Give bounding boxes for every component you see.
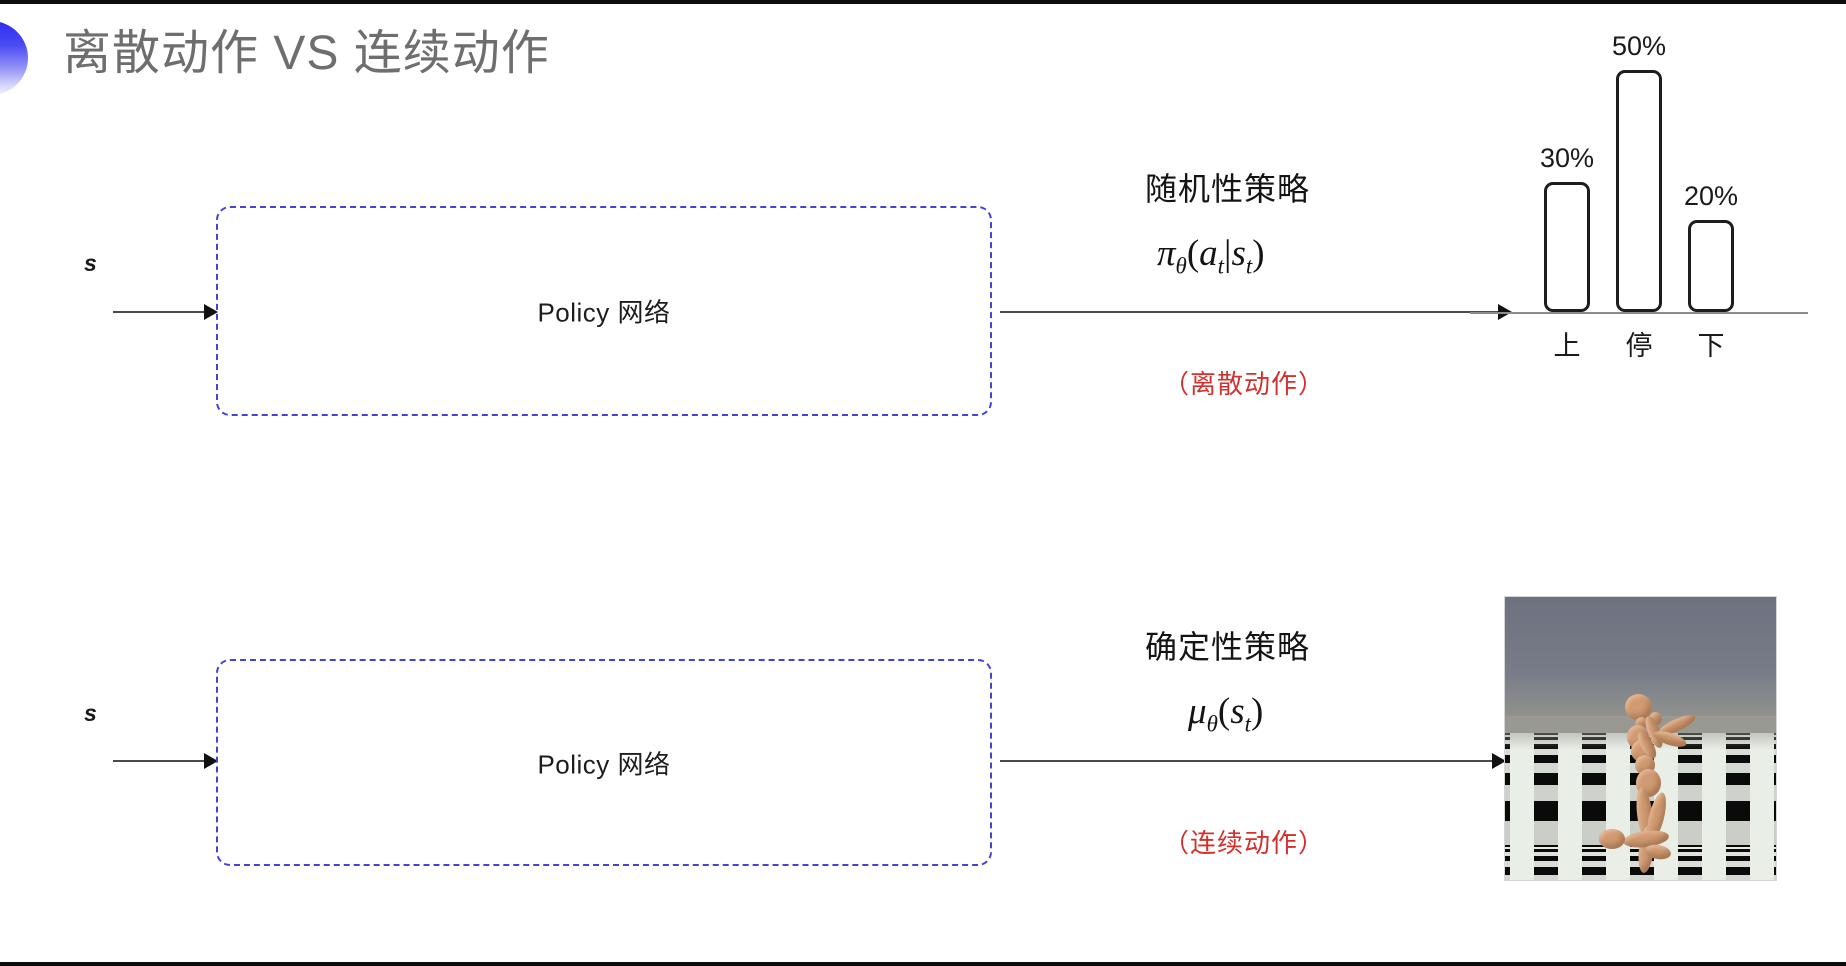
policy-network-label-discrete: Policy 网络 (537, 297, 671, 328)
formula-open-paren: ( (1186, 233, 1200, 274)
chart-baseline-axis (1470, 312, 1808, 314)
humanoid-simulation-image (1504, 596, 1777, 881)
policy-network-label-continuous: Policy 网络 (537, 749, 671, 779)
policy-network-box-discrete[interactable]: Policy 网络 (216, 206, 992, 416)
action-note-continuous: （连续动作） (1163, 828, 1326, 858)
bar-value-label-0: 30% (1539, 143, 1595, 173)
formula-arg1-sub: t (1217, 253, 1225, 279)
policy-network-box-continuous[interactable]: Policy 网络 (216, 659, 992, 866)
state-input-label-discrete: s (84, 250, 97, 276)
formula-arg1-sub: t (1244, 711, 1251, 737)
formula-arg2: s (1231, 233, 1246, 274)
policy-kind-deterministic: 确定性策略 (1145, 629, 1311, 665)
bar-value-label-2: 20% (1683, 181, 1739, 211)
bar-rect-1[interactable] (1616, 70, 1662, 312)
bar-rect-2[interactable] (1688, 220, 1734, 312)
title-decoration-icon (0, 21, 28, 95)
formula-head-sub: θ (1206, 711, 1218, 737)
page-title: 离散动作 VS 连续动作 (63, 27, 550, 80)
formula-arg2-sub: t (1245, 253, 1253, 279)
bar-rect-0[interactable] (1544, 182, 1590, 312)
formula-close-paren: ) (1252, 233, 1265, 274)
formula-deterministic-policy: μθ(st) (1188, 690, 1263, 737)
top-edge-bar (0, 0, 1846, 4)
bottom-edge-bar (0, 962, 1846, 966)
formula-open-paren: ( (1217, 691, 1231, 732)
formula-stochastic-policy: πθ(at|st) (1157, 232, 1265, 279)
action-note-discrete: （离散动作） (1163, 369, 1326, 399)
formula-close-paren: ) (1250, 691, 1264, 732)
formula-head-sub: θ (1175, 253, 1187, 279)
formula-arg1: a (1199, 233, 1218, 274)
arrow-state-to-policy-discrete (113, 311, 216, 313)
arrow-policy-to-output-continuous (1000, 760, 1504, 762)
formula-head: π (1157, 233, 1176, 274)
arrow-state-to-policy-continuous (113, 760, 216, 762)
bar-category-label-1: 停 (1625, 331, 1653, 361)
formula-bar: | (1224, 233, 1232, 274)
discrete-action-bar-chart: 30% 上 50% 停 20% 下 (1470, 31, 1846, 400)
formula-head: μ (1188, 691, 1207, 732)
formula-arg1: s (1230, 691, 1245, 732)
state-input-label-continuous: s (84, 700, 97, 726)
policy-kind-stochastic: 随机性策略 (1145, 171, 1311, 207)
arrow-policy-to-output-discrete (1000, 311, 1510, 313)
bar-value-label-1: 50% (1611, 31, 1667, 61)
bar-category-label-2: 下 (1697, 331, 1725, 361)
bar-category-label-0: 上 (1553, 331, 1581, 361)
